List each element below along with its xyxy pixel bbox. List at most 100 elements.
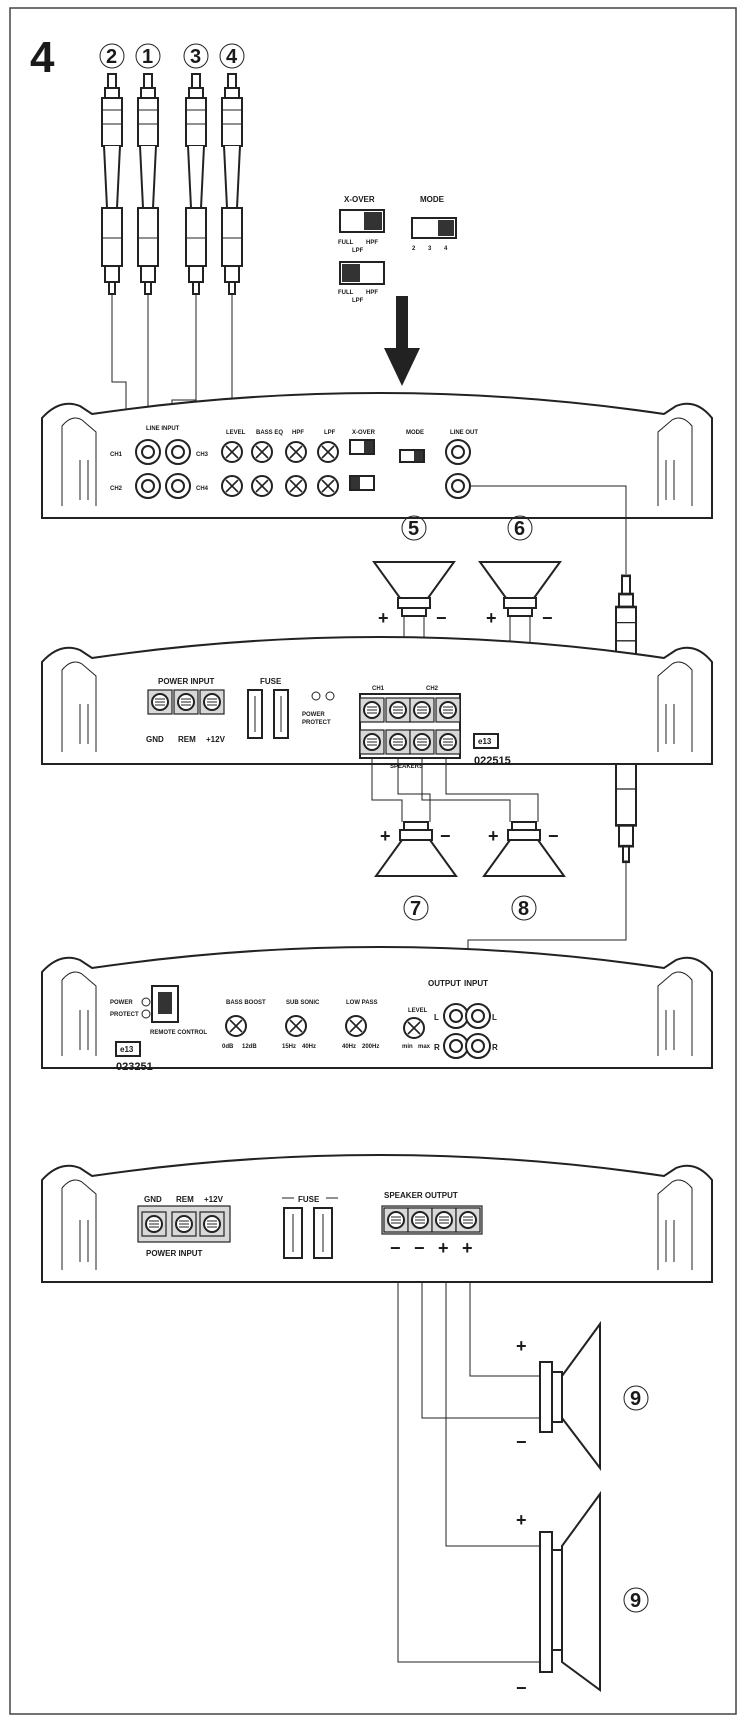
svg-text:40Hz: 40Hz	[342, 1044, 356, 1050]
speaker-output-terminal[interactable]	[383, 1207, 409, 1233]
power-input-label: POWER INPUT	[158, 677, 215, 686]
hpf-knob[interactable]	[285, 475, 307, 497]
svg-text:min: min	[402, 1044, 413, 1050]
svg-text:POWER: POWER	[302, 712, 325, 718]
output-jack-r[interactable]	[443, 1033, 469, 1059]
rca-connector[interactable]	[221, 73, 243, 295]
svg-text:max: max	[418, 1044, 431, 1050]
switch-legend: X-OVER FULL HPF LPF FULL HPF LPF MODE 2 …	[338, 195, 457, 304]
svg-text:+: +	[516, 1336, 527, 1356]
speaker-terminal[interactable]	[409, 729, 435, 755]
amplifier-1: LINE INPUT CH1 CH2 CH3 CH4 LEVEL BASS EQ…	[41, 392, 713, 519]
svg-text:4: 4	[444, 246, 448, 252]
svg-text:7: 7	[410, 898, 421, 920]
xover-legend-label: X-OVER	[344, 195, 375, 204]
svg-text:LOW PASS: LOW PASS	[346, 1000, 378, 1006]
svg-text:LPF: LPF	[352, 298, 364, 304]
bass-eq-knob[interactable]	[251, 475, 273, 497]
12v-terminal[interactable]	[199, 689, 225, 715]
speaker-terminal[interactable]	[435, 729, 461, 755]
rem-terminal[interactable]	[171, 1211, 197, 1237]
svg-text:L: L	[434, 1013, 439, 1022]
svg-text:GND: GND	[144, 1195, 162, 1204]
power-led-icon	[141, 997, 151, 1007]
level-knob[interactable]	[221, 441, 243, 463]
line-out-jack[interactable]	[445, 473, 471, 499]
e-mark-badge: e13	[478, 737, 492, 746]
level-knob[interactable]	[221, 475, 243, 497]
output-jack-l[interactable]	[443, 1003, 469, 1029]
svg-text:+: +	[462, 1238, 473, 1258]
speaker-output-terminal[interactable]	[407, 1207, 433, 1233]
rca-jack-ch1[interactable]	[135, 439, 161, 465]
svg-text:6: 6	[514, 518, 525, 540]
bass-eq-knob[interactable]	[251, 441, 273, 463]
fuse-label: FUSE	[298, 1195, 320, 1204]
subwoofer-number: 9	[630, 1590, 641, 1612]
speaker-output-terminal[interactable]	[455, 1207, 481, 1233]
speaker-terminal[interactable]	[435, 697, 461, 723]
rca-connector[interactable]	[185, 73, 207, 295]
fuse-label: FUSE	[260, 677, 282, 686]
svg-text:8: 8	[518, 898, 529, 920]
svg-text:OUTPUT: OUTPUT	[428, 979, 461, 988]
svg-text:MODE: MODE	[406, 430, 424, 436]
rca-jack-ch3[interactable]	[165, 439, 191, 465]
svg-text:+: +	[378, 608, 389, 628]
amplifier-2: POWER INPUT GND REM +12V FUSE POWER PROT…	[41, 636, 713, 770]
svg-text:40Hz: 40Hz	[302, 1044, 316, 1050]
speaker-terminal[interactable]	[359, 697, 385, 723]
line-input-label: LINE INPUT	[146, 426, 180, 432]
svg-text:CH2: CH2	[110, 486, 123, 492]
svg-text:HPF: HPF	[366, 240, 378, 246]
svg-text:023251: 023251	[116, 1061, 153, 1073]
svg-text:+: +	[380, 826, 391, 846]
rca-connector[interactable]	[137, 73, 159, 295]
connector-number: 3	[190, 46, 201, 68]
speaker-terminal[interactable]	[385, 729, 411, 755]
connector-number: 2	[106, 46, 117, 68]
speaker-terminal[interactable]	[359, 729, 385, 755]
svg-text:200Hz: 200Hz	[362, 1044, 379, 1050]
speaker-output-terminal[interactable]	[431, 1207, 457, 1233]
power-led-icon	[311, 691, 321, 701]
svg-text:PROTECT: PROTECT	[302, 720, 331, 726]
svg-text:CH1: CH1	[372, 686, 385, 692]
gnd-terminal[interactable]	[147, 689, 173, 715]
svg-text:CH2: CH2	[426, 686, 439, 692]
subwoofer-1: + − 9	[516, 1320, 649, 1471]
svg-text:BASS BOOST: BASS BOOST	[226, 1000, 266, 1006]
svg-text:PROTECT: PROTECT	[110, 1012, 139, 1018]
svg-text:SUB SONIC: SUB SONIC	[286, 1000, 320, 1006]
svg-text:HPF: HPF	[292, 430, 304, 436]
speaker-terminal[interactable]	[385, 697, 411, 723]
connector-numbers: 2 1 3 4	[99, 43, 245, 69]
bass-boost-knob[interactable]	[225, 1015, 247, 1037]
input-jack-r[interactable]	[465, 1033, 491, 1059]
subsonic-knob[interactable]	[285, 1015, 307, 1037]
rem-terminal[interactable]	[173, 689, 199, 715]
hpf-knob[interactable]	[285, 441, 307, 463]
rca-jack-ch2[interactable]	[135, 473, 161, 499]
speaker-terminal[interactable]	[409, 697, 435, 723]
rca-connector[interactable]	[101, 73, 123, 295]
svg-text:15Hz: 15Hz	[282, 1044, 296, 1050]
svg-text:LEVEL: LEVEL	[226, 430, 246, 436]
input-jack-l[interactable]	[465, 1003, 491, 1029]
line-out-jack[interactable]	[445, 439, 471, 465]
rca-jack-ch4[interactable]	[165, 473, 191, 499]
12v-terminal[interactable]	[199, 1211, 225, 1237]
gnd-terminal[interactable]	[141, 1211, 167, 1237]
lpf-knob[interactable]	[317, 475, 339, 497]
svg-text:−: −	[548, 826, 559, 846]
lpf-knob[interactable]	[317, 441, 339, 463]
svg-text:−: −	[516, 1432, 527, 1452]
svg-text:X-OVER: X-OVER	[352, 430, 376, 436]
svg-text:FULL: FULL	[338, 240, 354, 246]
level-knob[interactable]	[403, 1017, 425, 1039]
svg-text:BASS EQ: BASS EQ	[256, 430, 283, 436]
low-pass-knob[interactable]	[345, 1015, 367, 1037]
svg-text:LPF: LPF	[324, 430, 336, 436]
